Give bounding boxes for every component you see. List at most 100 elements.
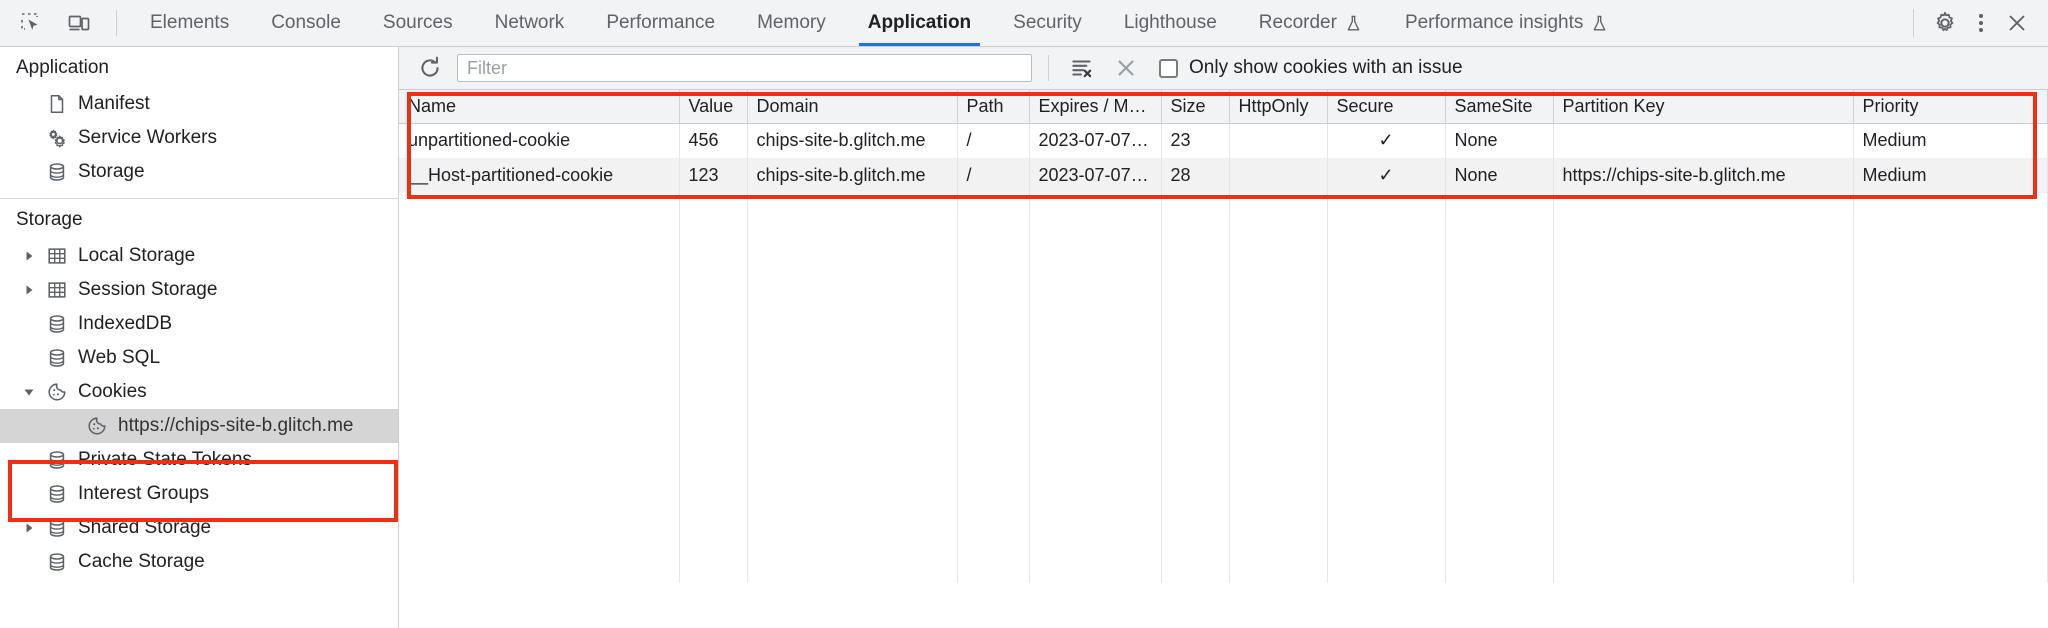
database-icon [45,482,69,506]
more-options-icon[interactable] [1964,6,1998,40]
column-header-expires-m[interactable]: Expires / M… [1029,90,1162,124]
cell-path: / [957,158,1030,193]
chevron-right-icon[interactable] [22,522,36,534]
gear-icon[interactable] [1928,6,1962,40]
sidebar-item-manifest[interactable]: Manifest [0,87,398,121]
sidebar-item-label: Web SQL [78,347,161,368]
inspect-element-icon[interactable] [14,6,48,40]
sidebar-item-cookies[interactable]: Cookies [0,375,398,409]
sidebar-section-title: Application [16,57,109,78]
sidebar-divider [0,198,398,199]
chevron-right-icon[interactable] [22,284,36,296]
sidebar-item-indexeddb[interactable]: IndexedDB [0,307,398,341]
gears-icon [45,126,69,150]
sidebar-item-label: https://chips-site-b.glitch.me [118,415,354,436]
column-header-httponly[interactable]: HttpOnly [1229,90,1328,124]
column-header-name[interactable]: Name [399,90,680,124]
column-header-path[interactable]: Path [957,90,1030,124]
tab-console[interactable]: Console [250,0,362,46]
cell-priority: Medium [1853,123,2048,158]
column-header-domain[interactable]: Domain [747,90,958,124]
filter-input[interactable]: Filter [457,54,1032,82]
tab-performance-insights[interactable]: Performance insights [1384,0,1630,46]
cell-name: __Host-partitioned-cookie [399,158,680,193]
sidebar-item-label: Shared Storage [78,517,212,538]
tab-performance[interactable]: Performance [585,0,736,46]
column-header-partition-key[interactable]: Partition Key [1553,90,1854,124]
sidebar-item-label: IndexedDB [78,313,173,334]
column-header-secure[interactable]: Secure [1327,90,1446,124]
refresh-icon[interactable] [413,51,447,85]
filler-cell [1029,193,1162,583]
tab-label: Memory [757,12,826,33]
sidebar-item-web-sql[interactable]: Web SQL [0,341,398,375]
tab-sources[interactable]: Sources [362,0,474,46]
sidebar-item-cache-storage[interactable]: Cache Storage [0,545,398,579]
cell-domain: chips-site-b.glitch.me [747,158,958,193]
tab-network[interactable]: Network [474,0,586,46]
tab-security[interactable]: Security [992,0,1103,46]
filler-cell [1327,193,1446,583]
database-icon [45,346,69,370]
filter-placeholder: Filter [467,57,507,78]
cell-samesite: None [1445,123,1554,158]
cell-samesite: None [1445,158,1554,193]
sidebar-item-https-chips-site-b-glitch-me[interactable]: https://chips-site-b.glitch.me [0,409,398,443]
sidebar-item-label: Manifest [78,93,150,114]
sidebar-item-local-storage[interactable]: Local Storage [0,239,398,273]
sidebar-item-storage[interactable]: Storage [0,155,398,189]
filler-cell [1553,193,1854,583]
database-icon [45,312,69,336]
cell-value: 123 [679,158,748,193]
tab-recorder[interactable]: Recorder [1238,0,1384,46]
sidebar-item-shared-storage[interactable]: Shared Storage [0,511,398,545]
sidebar-item-private-state-tokens[interactable]: Private State Tokens [0,443,398,477]
clear-all-icon[interactable] [1109,51,1143,85]
cell-value: 456 [679,123,748,158]
device-toolbar-icon[interactable] [62,6,96,40]
cell-expires-m: 2023-07-07… [1029,158,1162,193]
table-filler-row [399,193,2048,583]
chevron-right-icon[interactable] [22,250,36,262]
only-issues-checkbox[interactable] [1159,58,1178,78]
chevron-down-icon[interactable] [22,386,36,398]
column-header-samesite[interactable]: SameSite [1445,90,1554,124]
filterbar-divider [1048,55,1049,81]
column-header-size[interactable]: Size [1161,90,1230,124]
clear-filtered-icon[interactable] [1065,51,1099,85]
sidebar-item-label: Storage [78,161,145,182]
tabbar-left-tools [0,0,129,46]
tab-label: Performance insights [1404,12,1584,33]
database-icon [45,448,69,472]
only-issues-checkbox-row[interactable]: Only show cookies with an issue [1159,57,1463,79]
sidebar-item-label: Local Storage [78,245,196,266]
sidebar-item-service-workers[interactable]: Service Workers [0,121,398,155]
tab-lighthouse[interactable]: Lighthouse [1103,0,1238,46]
cell-secure: ✓ [1327,123,1446,158]
cell-partition-key: https://chips-site-b.glitch.me [1553,158,1854,193]
kebab-dots [1979,14,1983,32]
close-icon[interactable] [2000,6,2034,40]
tab-elements[interactable]: Elements [129,0,250,46]
column-header-priority[interactable]: Priority [1853,90,2048,124]
sidebar-item-label: Cookies [78,381,147,402]
sidebar-item-session-storage[interactable]: Session Storage [0,273,398,307]
sidebar-item-label: Private State Tokens [78,449,252,470]
sidebar-item-label: Service Workers [78,127,218,148]
tab-application[interactable]: Application [847,0,992,46]
experimental-flask-icon [1590,14,1609,33]
tab-label: Recorder [1258,12,1337,33]
tab-memory[interactable]: Memory [736,0,847,46]
sidebar-item-interest-groups[interactable]: Interest Groups [0,477,398,511]
column-header-value[interactable]: Value [679,90,748,124]
tab-label: Elements [150,12,230,33]
document-icon [45,92,69,116]
cell-priority: Medium [1853,158,2048,193]
